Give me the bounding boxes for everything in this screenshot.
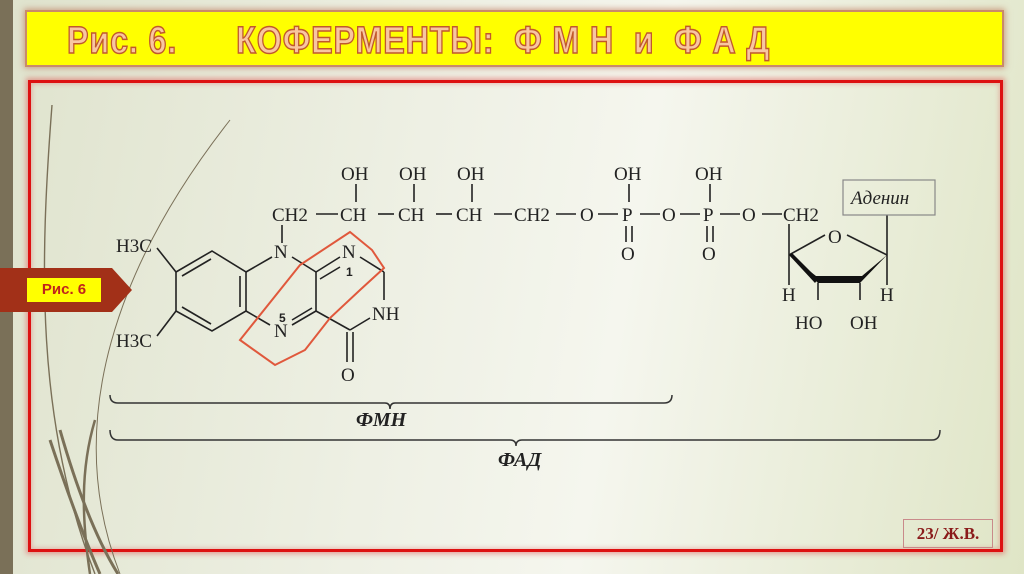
adenine-label: Аденин <box>849 188 909 209</box>
chain-o-3: O <box>742 205 756 226</box>
figure-tag-label: Рис. 6 <box>27 278 101 302</box>
ring-h-2: H <box>880 285 894 306</box>
ring-ho: HO <box>795 313 822 334</box>
ring-h-1: H <box>782 285 796 306</box>
ring-oh: OH <box>850 313 878 334</box>
fmn-label: ФМН <box>356 409 407 431</box>
content-frame <box>28 80 1003 552</box>
fad-label: ФАД <box>498 449 542 471</box>
oh-1: OH <box>341 164 369 185</box>
phosphate-o-2: O <box>702 244 716 265</box>
chain-ch-2: CH <box>398 205 425 226</box>
chain-o-1: O <box>580 205 594 226</box>
ring-o: O <box>828 227 842 248</box>
atom-n5: N <box>274 321 288 342</box>
decor-curves <box>43 104 231 574</box>
chain-ch2-3: CH2 <box>783 205 819 226</box>
methyl-bottom: H3C <box>116 331 152 352</box>
carbonyl-o: O <box>341 365 355 386</box>
slide-title: Рис. 6. КОФЕРМЕНТЫ: Ф М Н и Ф А Д <box>66 19 771 63</box>
chain-ch-3: CH <box>456 205 483 226</box>
atom-n1: N <box>342 242 356 263</box>
phosphate-o-1: O <box>621 244 635 265</box>
chain-p-1: P <box>622 205 633 226</box>
chain-o-2: O <box>662 205 676 226</box>
chain-ch2-1: CH2 <box>272 205 308 226</box>
oh-3: OH <box>457 164 485 185</box>
methyl-top: H3C <box>116 236 152 257</box>
chain-ch-1: CH <box>340 205 367 226</box>
oh-4: OH <box>614 164 642 185</box>
atom-n10: N <box>274 242 288 263</box>
chain-ch2-2: CH2 <box>514 205 550 226</box>
n5-number: 5 <box>279 311 286 325</box>
title-banner: Рис. 6. КОФЕРМЕНТЫ: Ф М Н и Ф А Д <box>27 12 1002 65</box>
page-number: 23/ Ж.В. <box>903 519 993 548</box>
n1-number: 1 <box>346 265 353 279</box>
figure-tag: Рис. 6 <box>0 268 132 312</box>
chain-p-2: P <box>703 205 714 226</box>
oh-2: OH <box>399 164 427 185</box>
oh-5: OH <box>695 164 723 185</box>
atom-nh: NH <box>372 304 400 325</box>
